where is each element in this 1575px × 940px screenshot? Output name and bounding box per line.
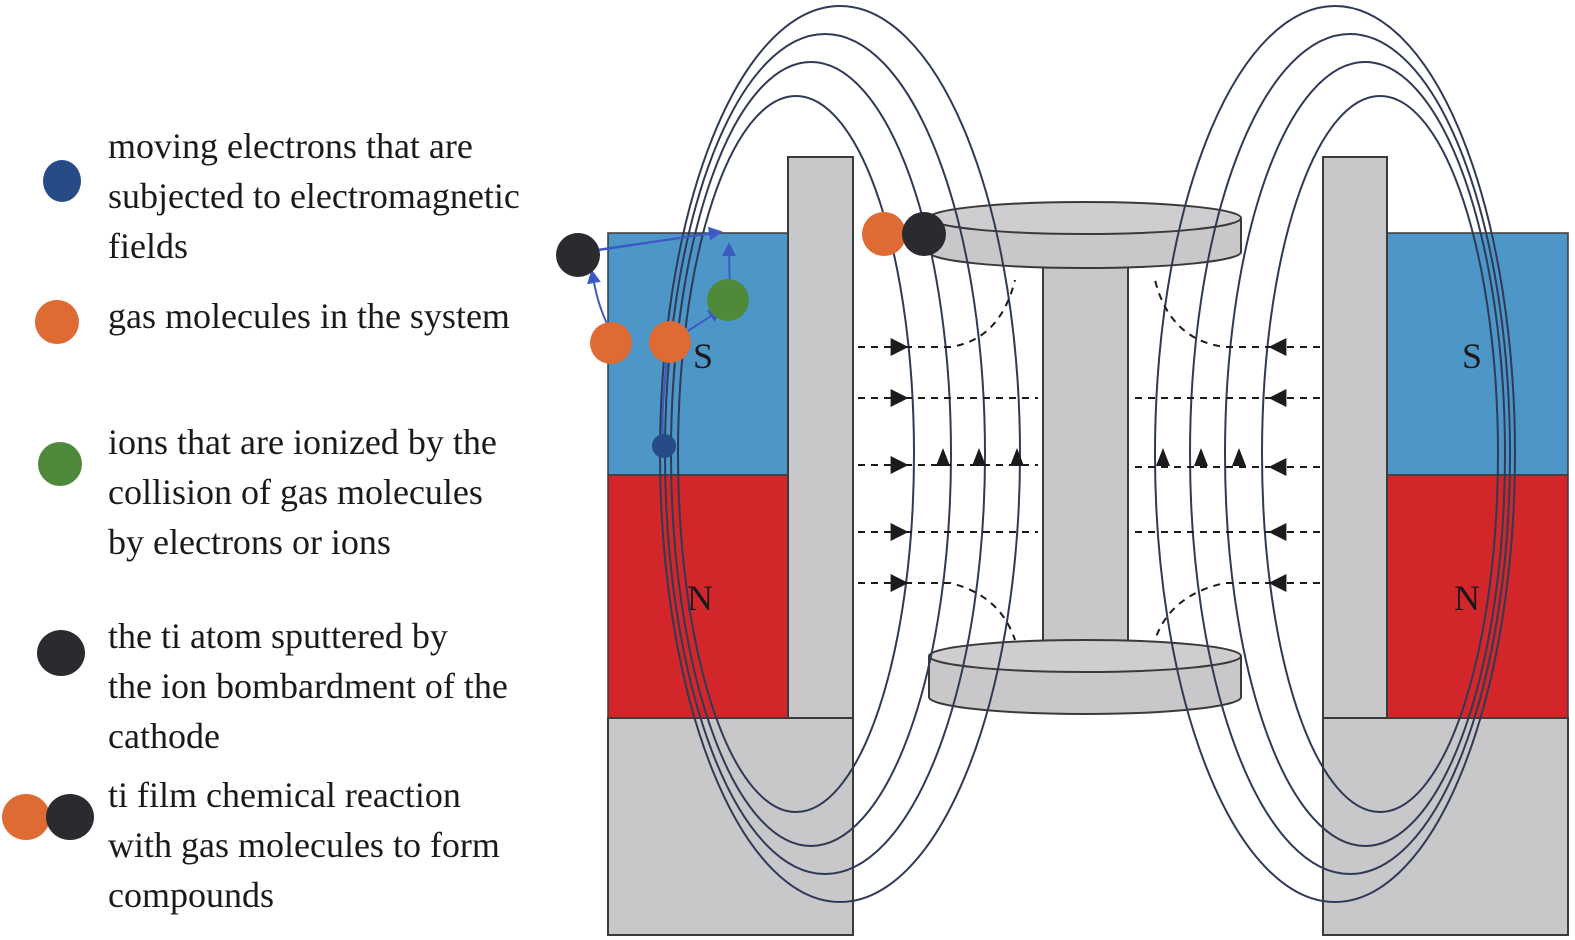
electric-field-lines (858, 279, 1320, 641)
legend-line: compounds (108, 875, 274, 915)
legend-label-compound: ti film chemical reaction with gas molec… (108, 770, 588, 920)
left-north-pole (607, 474, 792, 719)
right-cathode-plate (1322, 156, 1388, 719)
substrate-column (1042, 261, 1129, 663)
legend-line: collision of gas molecules (108, 472, 483, 512)
compound-gas-particle (862, 212, 906, 256)
gas-molecule-particle (649, 321, 691, 363)
gas-molecule-particle (590, 322, 632, 364)
diagram-particles (556, 212, 946, 458)
left-magnet-assembly: S N (607, 156, 854, 936)
legend-line: moving electrons that are (108, 126, 473, 166)
legend-label-ion: ions that are ionized by the collision o… (108, 417, 588, 567)
left-south-label: S (693, 336, 713, 376)
magnetic-field-lines-right (1154, 5, 1516, 903)
bottom-disk (928, 639, 1242, 715)
legend-label-ti-atom: the ti atom sputtered by the ion bombard… (108, 611, 588, 761)
right-magnet-assembly: S N (1322, 156, 1569, 936)
ion-dot-icon (38, 442, 82, 486)
electron-particle (652, 434, 676, 458)
ion-particle (707, 279, 749, 321)
field-direction-arrows (936, 448, 1246, 466)
legend-line: by electrons or ions (108, 522, 391, 562)
ti-atom-particle (556, 233, 600, 277)
right-south-label: S (1462, 336, 1482, 376)
compound-gas-dot-icon (2, 794, 50, 840)
legend-line: the ion bombardment of the (108, 666, 508, 706)
legend: moving electrons that are subjected to e… (0, 0, 600, 940)
right-north-label: N (1454, 578, 1480, 618)
electron-dot-icon (43, 160, 81, 202)
gas-molecule-dot-icon (35, 300, 79, 344)
left-north-label: N (687, 578, 713, 618)
legend-line: ti film chemical reaction (108, 775, 461, 815)
legend-line: the ti atom sputtered by (108, 616, 448, 656)
legend-line: fields (108, 226, 188, 266)
legend-line: cathode (108, 716, 220, 756)
legend-line: with gas molecules to form (108, 825, 500, 865)
right-south-pole (1384, 232, 1569, 476)
ti-atom-dot-icon (37, 630, 85, 676)
compound-ti-particle (902, 212, 946, 256)
legend-label-gas-molecule: gas molecules in the system (108, 291, 588, 341)
left-south-pole (607, 232, 792, 476)
legend-label-electron: moving electrons that are subjected to e… (108, 121, 588, 271)
legend-line: subjected to electromagnetic (108, 176, 520, 216)
left-base-block (607, 717, 854, 936)
compound-ti-dot-icon (46, 794, 94, 840)
legend-line: ions that are ionized by the (108, 422, 497, 462)
right-north-pole (1384, 474, 1569, 719)
legend-line: gas molecules in the system (108, 296, 510, 336)
left-cathode-plate (787, 156, 854, 719)
top-disk (928, 201, 1242, 269)
